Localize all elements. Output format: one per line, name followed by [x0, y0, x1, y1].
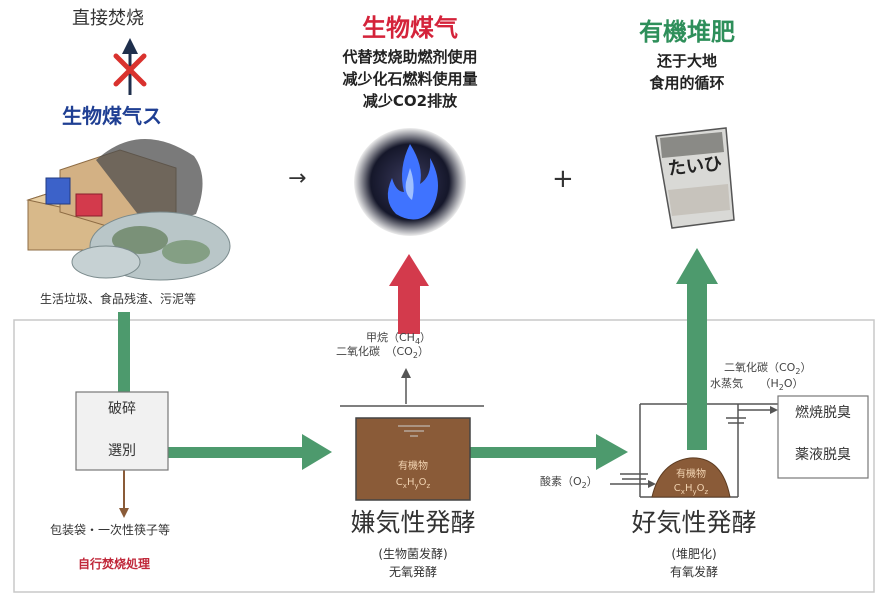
aerobic-organic-label: 有機物 — [676, 469, 706, 480]
direct-burn-label: 直接焚烧 — [72, 8, 144, 29]
sort-label: 選別 — [108, 443, 136, 459]
arrow-symbol: → — [288, 166, 307, 191]
anaerobic-title: 嫌気性発酵 — [350, 508, 476, 537]
arrow-to-biogas — [389, 254, 429, 334]
compost-title: 有機堆肥 — [639, 18, 735, 46]
waste-pile-illustration — [26, 138, 231, 281]
aerobic-formula: CxHyOz — [673, 483, 709, 496]
anaerobic-gas-arrow — [401, 368, 411, 404]
crush-output-arrow — [119, 470, 129, 518]
crush-label: 破碎 — [108, 401, 136, 417]
aerobic-gas-1: 二氧化碳（CO2） — [724, 361, 812, 377]
anaerobic-gas-1: 甲烷（CH4） — [366, 331, 432, 347]
biogas-title: 生物煤气 — [362, 14, 458, 42]
waste-caption: 生活垃圾、食品残渣、污泥等 — [40, 292, 197, 306]
anaerobic-tank — [340, 405, 484, 501]
flame-icon — [354, 128, 466, 236]
aerobic-sub-2: 有氧发酵 — [669, 565, 718, 579]
biogas-line-1: 代替焚烧助燃剂使用 — [342, 48, 478, 66]
compost-line-1: 还于大地 — [656, 52, 717, 70]
biogas-line-3: 减少CO2排放 — [362, 92, 458, 110]
red-x-icon — [113, 53, 147, 87]
aerobic-sub-1: (堆肥化) — [671, 547, 717, 561]
arrow-to-aerobic — [470, 434, 628, 470]
biogas-source-label: 生物煤气ス — [62, 104, 162, 128]
chemical-deodor-label: 薬液脱臭 — [795, 447, 851, 463]
compost-pile — [651, 457, 731, 498]
anaerobic-sub-1: (生物菌发酵) — [378, 547, 448, 561]
compost-bag-icon — [655, 127, 735, 229]
plus-symbol: + — [552, 164, 574, 194]
waste-down-line — [118, 312, 130, 394]
compost-line-2: 食用的循环 — [649, 74, 725, 92]
anaerobic-gas-2: 二氧化碳 （CO2） — [336, 345, 429, 361]
crush-output-items: 包装袋・一次性筷子等 — [50, 523, 171, 537]
arrow-to-compost — [676, 248, 718, 450]
crush-output-note: 自行焚烧処理 — [78, 557, 151, 571]
crush-box — [75, 391, 169, 471]
process-frame — [13, 319, 875, 593]
oxygen-arrow — [610, 480, 656, 488]
combustion-deodor-label: 燃焼脱臭 — [795, 405, 851, 421]
anaerobic-formula: CxHyOz — [395, 477, 431, 490]
anaerobic-organic-label: 有機物 — [398, 461, 428, 472]
anaerobic-sub-2: 无氧発酵 — [388, 565, 437, 579]
aerobic-title: 好気性発酵 — [631, 508, 757, 537]
deodor-box — [777, 395, 869, 479]
gas-out-arrow — [738, 406, 778, 414]
arrow-to-anaerobic — [168, 434, 332, 470]
aerobic-gas-2: 水蒸気 （H2O） — [710, 377, 804, 393]
oxygen-label: 酸素（O2） — [540, 475, 598, 491]
biogas-line-2: 减少化石燃料使用量 — [342, 70, 478, 88]
